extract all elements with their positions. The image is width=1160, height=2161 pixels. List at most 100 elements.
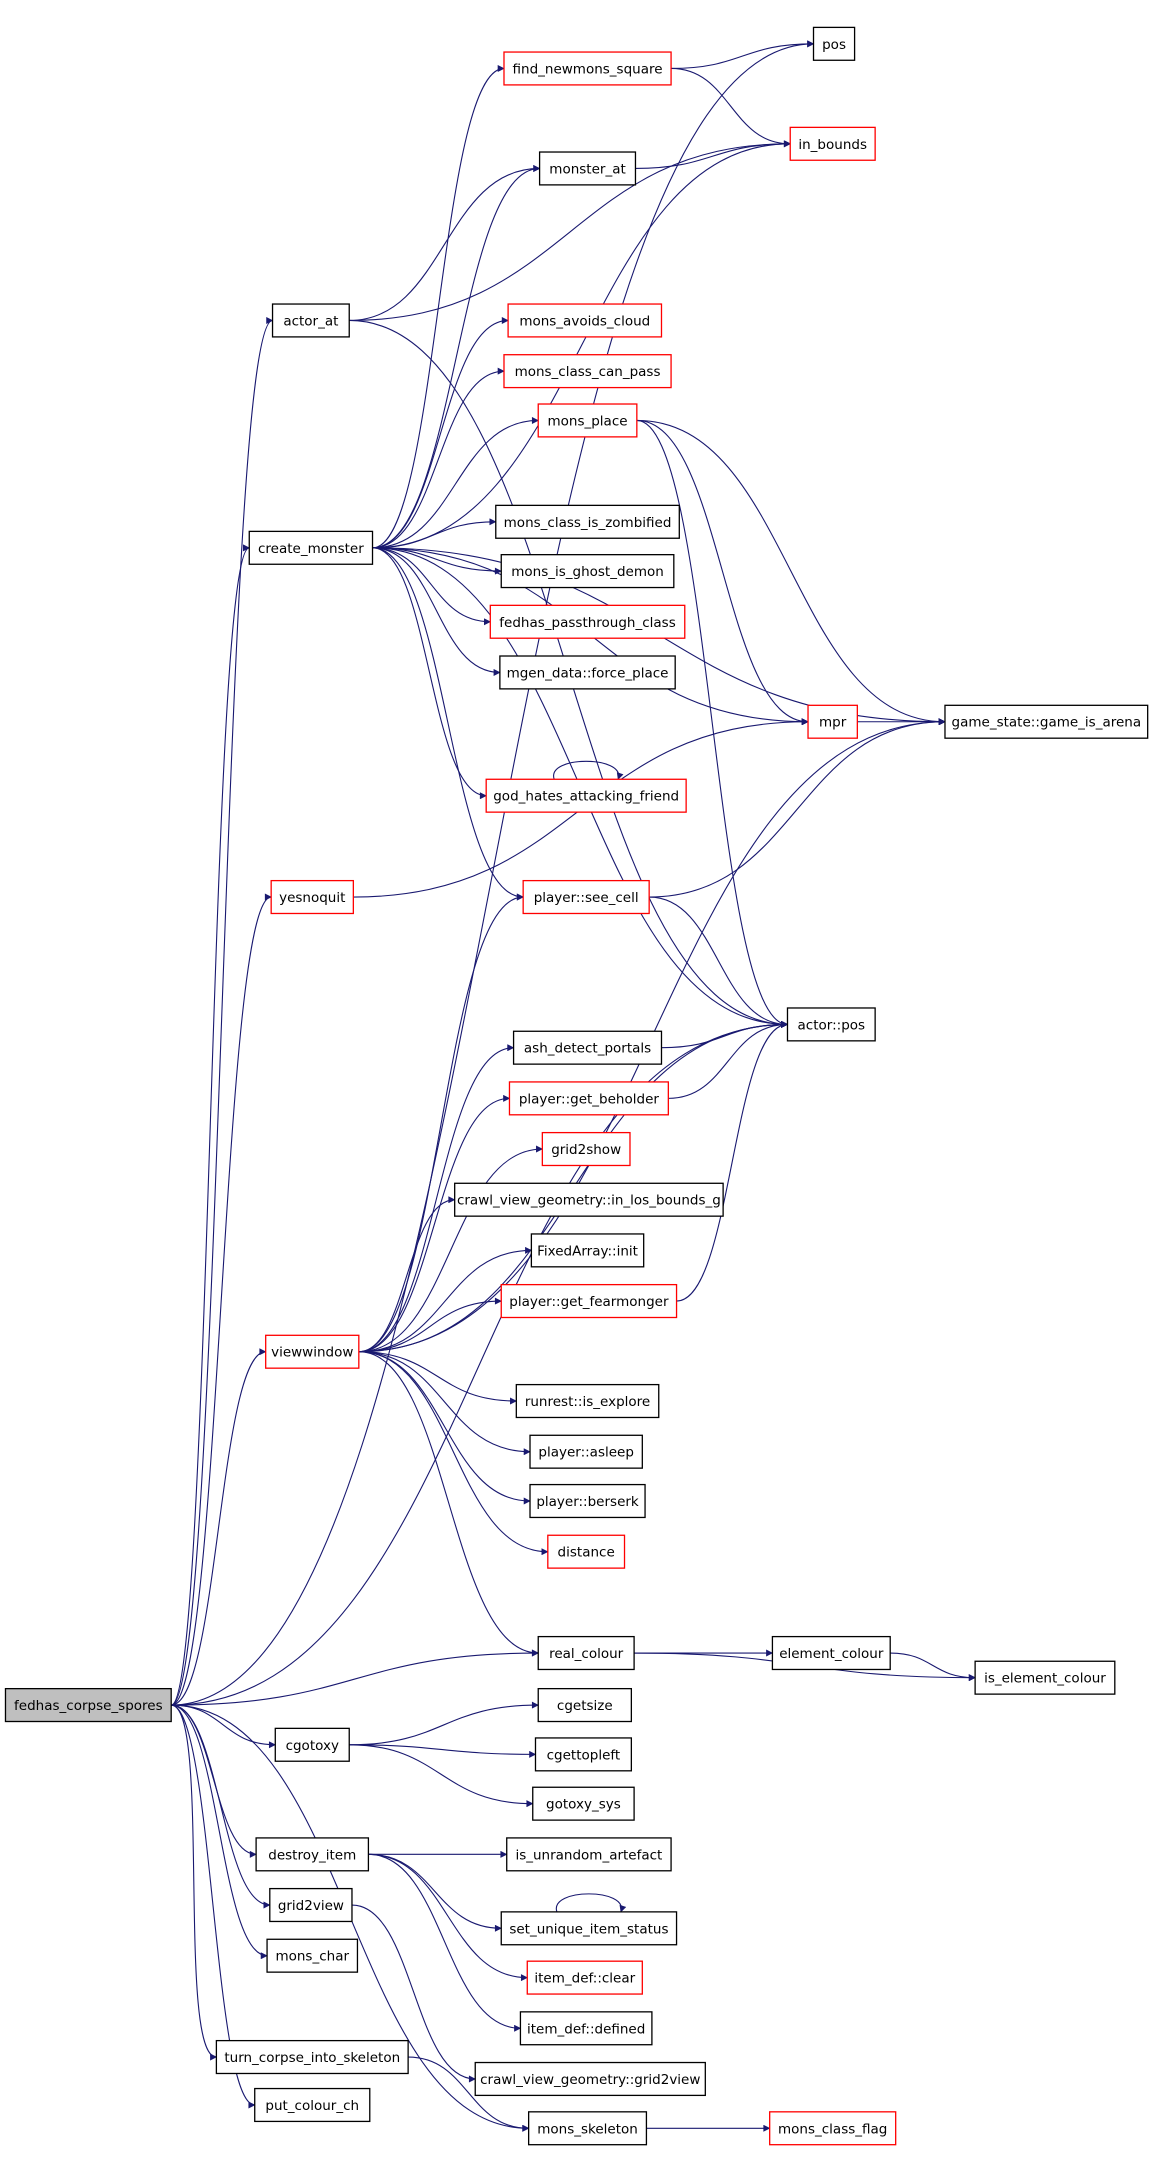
node-label: fedhas_corpse_spores — [14, 1698, 163, 1714]
edge-path — [372, 547, 501, 676]
node-box — [507, 303, 663, 338]
edge-path — [372, 547, 487, 800]
edge-fedhas_corpse_spores-to-viewwindow — [171, 1348, 267, 1706]
node-box — [807, 704, 858, 739]
node-box — [812, 26, 856, 61]
node-find-newmons-square[interactable]: find_newmons_square — [503, 51, 672, 86]
node-box — [515, 1383, 660, 1419]
node-mons-class-can-pass[interactable]: mons_class_can_pass — [503, 354, 672, 389]
edge-path — [668, 1020, 789, 1099]
node-box — [512, 1030, 663, 1065]
edge-path — [372, 140, 791, 549]
node-label: cgetsize — [557, 1698, 613, 1714]
node-put-colour-ch: put_colour_ch — [254, 2087, 371, 2123]
node-box — [489, 604, 686, 639]
node-label: item_def::defined — [527, 2021, 645, 2037]
node-label: mons_char — [275, 1949, 349, 1965]
edge-path — [358, 1196, 456, 1353]
node-mons-class-flag[interactable]: mons_class_flag — [769, 2111, 897, 2146]
node-fedhas-corpse-spores: fedhas_corpse_spores — [4, 1687, 172, 1723]
node-label: actor_at — [283, 313, 338, 329]
node-mons-place[interactable]: mons_place — [537, 403, 638, 438]
node-label: mons_place — [547, 413, 627, 429]
node-yesnoquit[interactable]: yesnoquit — [270, 879, 354, 915]
node-monster-at: monster_at — [538, 151, 637, 186]
node-label: monster_at — [549, 161, 625, 177]
node-box — [495, 504, 680, 539]
edge-fedhas_corpse_spores-to-pos — [171, 40, 815, 1706]
node-box — [789, 126, 876, 161]
edge-path — [649, 718, 946, 898]
edge-player_see_cell-to-actor_pos — [649, 896, 789, 1028]
node-player-see-cell[interactable]: player::see_cell — [522, 879, 650, 915]
node-distance[interactable]: distance — [547, 1534, 626, 1569]
node-label: player::get_fearmonger — [509, 1294, 669, 1310]
node-cvg-grid2view: crawl_view_geometry::grid2view — [474, 2061, 706, 2097]
edge-path — [368, 1853, 522, 2032]
edge-path — [349, 164, 541, 322]
node-grid2show[interactable]: grid2show — [541, 1131, 631, 1167]
node-box — [248, 530, 374, 565]
edge-create_monster-to-find_newmons_square — [372, 65, 505, 549]
edge-cgotoxy-to-cgetsize — [349, 1701, 539, 1746]
node-box — [541, 1131, 631, 1167]
node-box — [769, 2111, 897, 2146]
edge-create_monster-to-mons_class_can_pass — [372, 367, 505, 549]
node-label: item_def::clear — [534, 1971, 635, 1987]
edge-path — [671, 67, 791, 148]
node-turn-corpse-into-skeleton: turn_corpse_into_skeleton — [215, 2039, 409, 2075]
node-item-def-clear[interactable]: item_def::clear — [526, 1960, 643, 1995]
node-box — [500, 1283, 678, 1319]
edge-path — [171, 1020, 789, 1706]
node-player-get-beholder[interactable]: player::get_beholder — [508, 1081, 669, 1116]
node-box — [532, 1786, 635, 1821]
node-box — [974, 1660, 1116, 1695]
node-mpr[interactable]: mpr — [807, 704, 858, 739]
node-label: mgen_data::force_place — [507, 665, 669, 681]
node-actor-at: actor_at — [271, 303, 350, 338]
node-real-colour: real_colour — [537, 1635, 635, 1671]
node-label: turn_corpse_into_skeleton — [224, 2050, 400, 2066]
edge-path — [553, 760, 624, 780]
edge-fedhas_corpse_spores-to-actor_at — [171, 317, 274, 1706]
node-god-hates-attacking-friend[interactable]: god_hates_attacking_friend — [485, 778, 687, 813]
edge-fedhas_corpse_spores-to-mons_char — [171, 1704, 268, 1960]
node-viewwindow[interactable]: viewwindow — [265, 1334, 360, 1369]
edge-destroy_item-to-set_unique_item_status — [368, 1853, 502, 1932]
node-box — [506, 1837, 672, 1872]
edge-set_unique_item_status-to-set_unique_item_status — [556, 1893, 627, 1913]
edge-path — [171, 317, 274, 1706]
node-label: mons_is_ghost_demon — [511, 564, 664, 580]
node-actor-pos: actor::pos — [786, 1007, 876, 1042]
node-label: god_hates_attacking_friend — [493, 789, 679, 805]
edge-path — [372, 367, 505, 549]
node-box — [786, 1007, 876, 1042]
edge-path — [372, 518, 497, 549]
node-box — [265, 1334, 360, 1369]
edge-cgotoxy-to-gotoxy_sys — [349, 1744, 534, 1808]
edge-mons_place-to-actor_pos — [636, 419, 789, 1028]
node-player-berserk: player::berserk — [529, 1483, 646, 1519]
edge-player_get_fearmonger-to-actor_pos — [676, 1020, 789, 1302]
node-box — [508, 1081, 669, 1116]
edge-create_monster-to-mgen_data_force_place — [372, 547, 501, 676]
node-mons-class-is-zombified: mons_class_is_zombified — [495, 504, 680, 539]
node-label: yesnoquit — [279, 890, 345, 906]
edge-path — [171, 40, 815, 1706]
edge-path — [358, 1351, 531, 1505]
node-player-get-fearmonger[interactable]: player::get_fearmonger — [500, 1283, 678, 1319]
node-label: FixedArray::init — [537, 1243, 638, 1259]
node-in-bounds[interactable]: in_bounds — [789, 126, 876, 161]
node-label: grid2show — [551, 1142, 621, 1158]
node-label: game_state::game_is_arena — [952, 715, 1142, 731]
node-box — [474, 2061, 706, 2097]
node-mons-avoids-cloud[interactable]: mons_avoids_cloud — [507, 303, 663, 338]
node-fedhas-passthrough-class[interactable]: fedhas_passthrough_class — [489, 604, 686, 639]
node-game-is-arena: game_state::game_is_arena — [944, 704, 1149, 739]
edge-actor_at-to-monster_at — [349, 164, 541, 322]
node-label: fedhas_passthrough_class — [499, 615, 675, 631]
node-runrest-is-explore: runrest::is_explore — [515, 1383, 660, 1419]
edge-path — [358, 1044, 515, 1353]
edge-create_monster-to-fedhas_passthrough_class — [372, 547, 491, 626]
node-box — [254, 2087, 371, 2123]
